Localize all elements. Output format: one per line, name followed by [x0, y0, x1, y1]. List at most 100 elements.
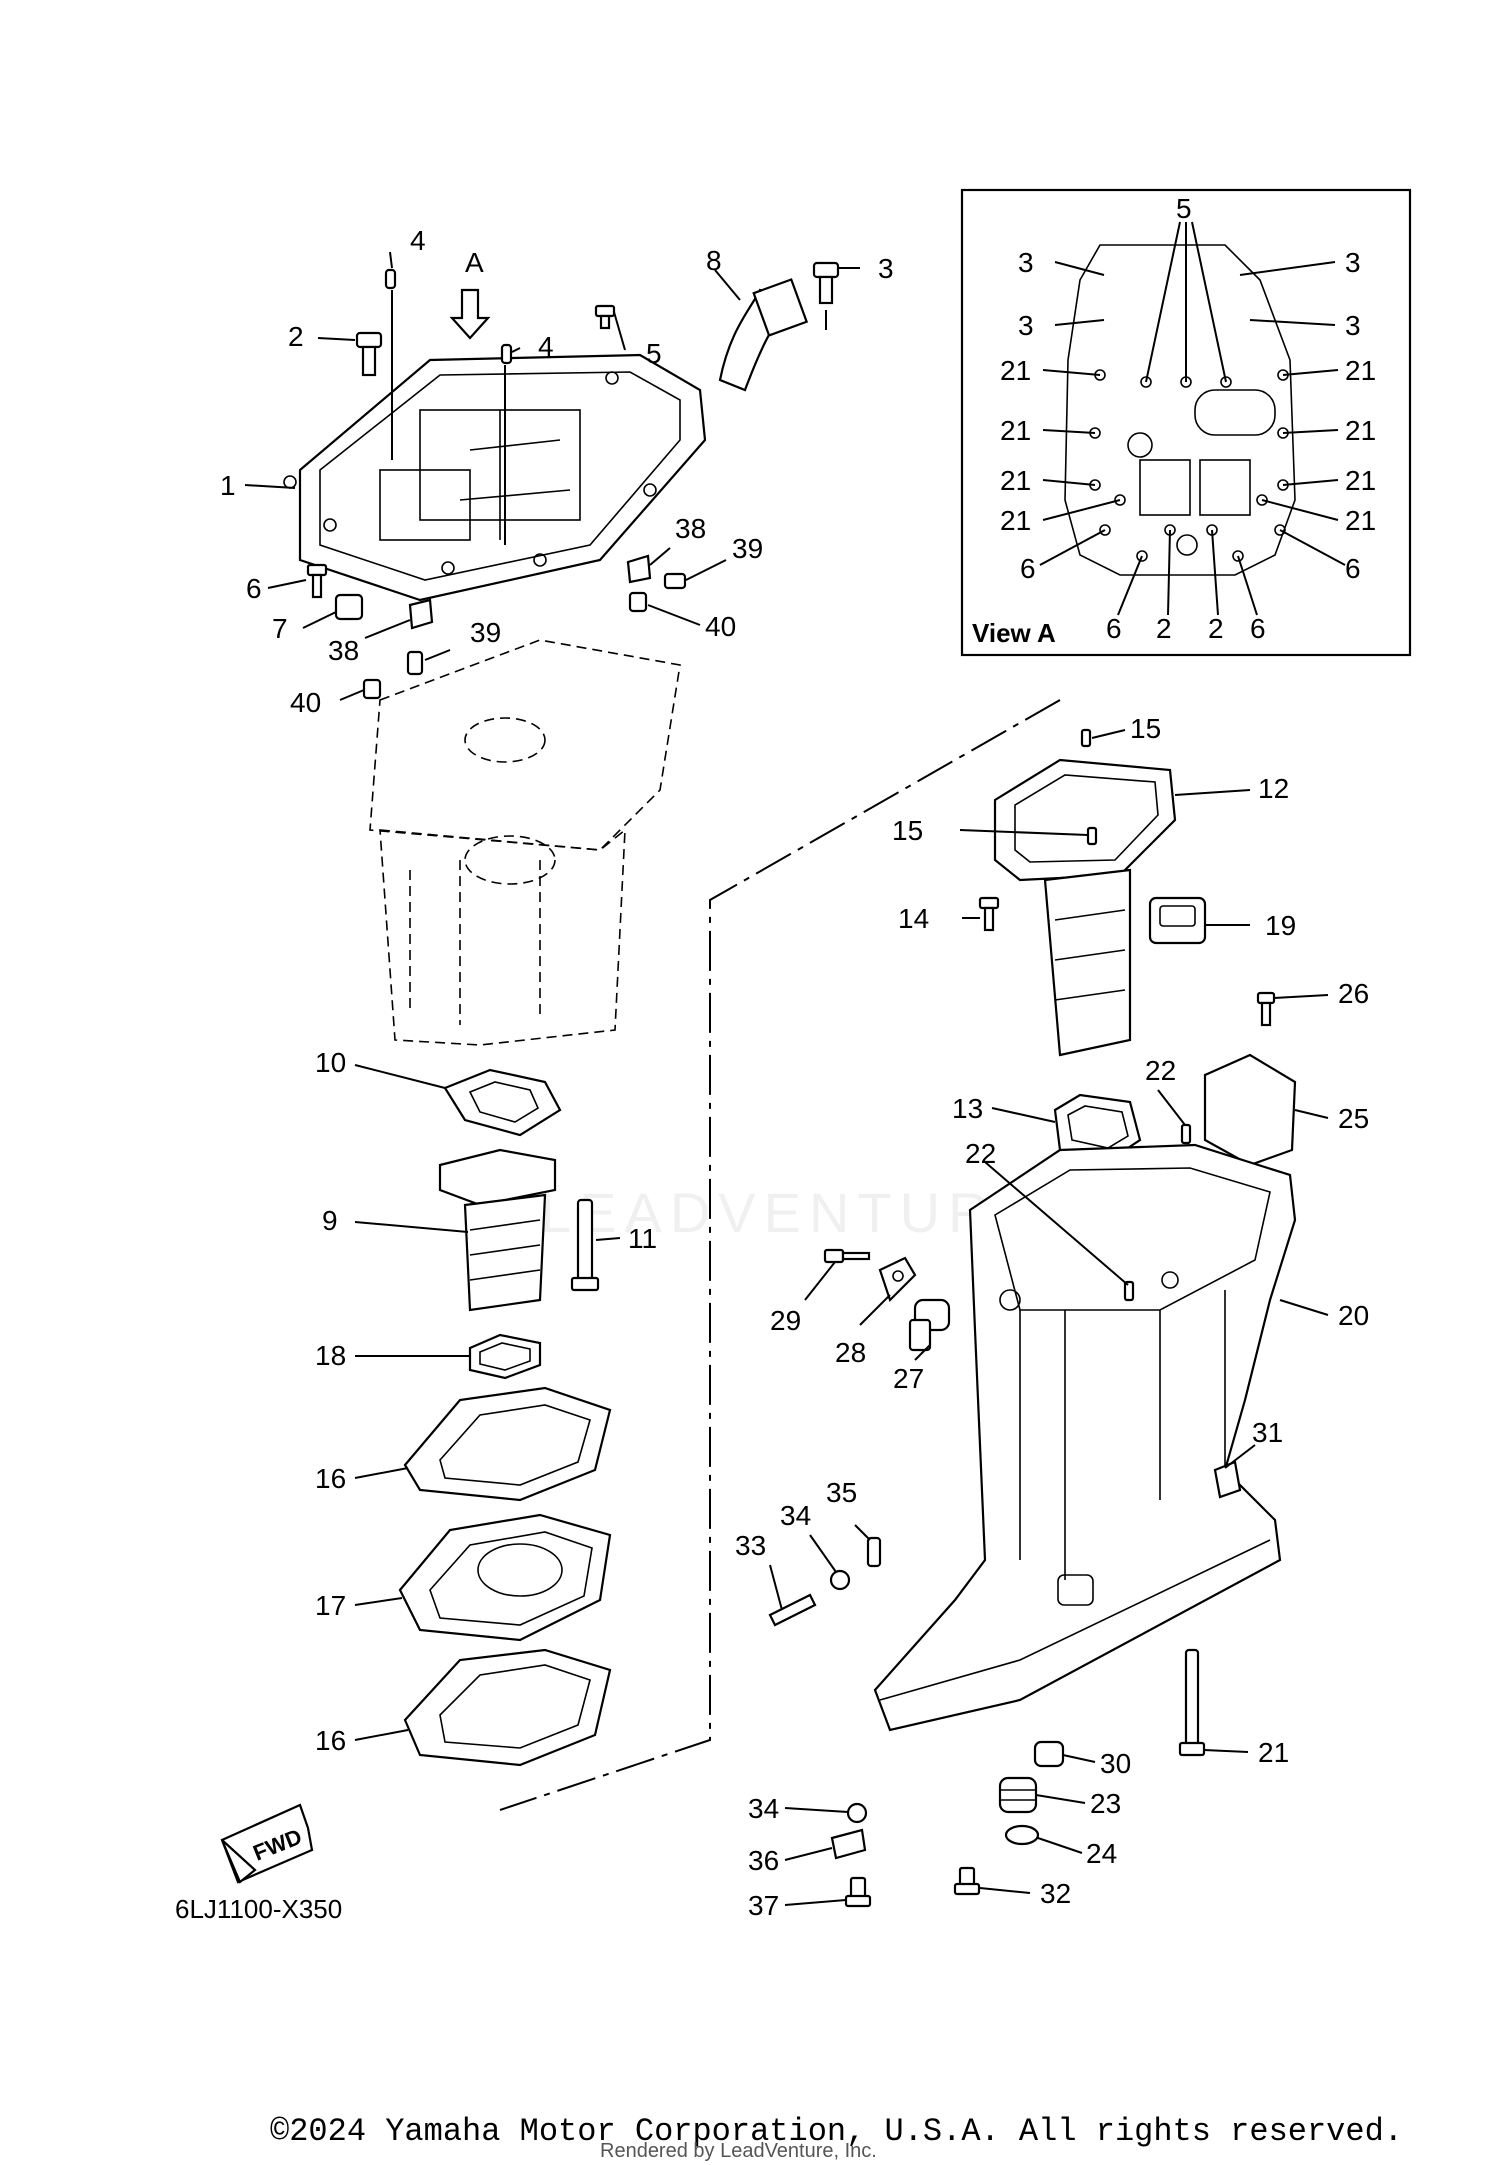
bolt-part-2[interactable]: [355, 331, 383, 377]
plate-part-28[interactable]: [878, 1256, 917, 1303]
callout-29: 29: [770, 1305, 801, 1336]
callout-1: 1: [220, 470, 236, 501]
bolt-part-14[interactable]: [978, 896, 1000, 932]
callout-37: 37: [748, 1890, 779, 1921]
callout-35: 35: [826, 1477, 857, 1508]
gasket-part-10[interactable]: [443, 1068, 562, 1137]
callout-26: 26: [1338, 978, 1369, 1009]
callout-36: 36: [748, 1845, 779, 1876]
seal-part-18[interactable]: [468, 1333, 542, 1380]
nipple-part-33[interactable]: [768, 1593, 817, 1627]
callout-39: 39: [732, 533, 763, 564]
holder-part-40[interactable]: [362, 678, 382, 700]
callout-24: 24: [1086, 1838, 1117, 1869]
callout-3: 3: [878, 253, 894, 284]
grommet-part-30[interactable]: [1033, 1740, 1065, 1768]
diagram-code: 6LJ1100-X350: [175, 1894, 342, 1924]
cover-part-25[interactable]: [1203, 1053, 1297, 1167]
callout-30: 30: [1100, 1748, 1131, 1779]
bolt-part-11[interactable]: [570, 1198, 600, 1292]
callout-22: 22: [1145, 1055, 1176, 1086]
callout-10: 10: [315, 1047, 346, 1078]
callout-6: 6: [246, 573, 262, 604]
pin-part-22b[interactable]: [1123, 1280, 1135, 1302]
screw-part-39[interactable]: [406, 650, 424, 676]
callout-40: 40: [705, 611, 736, 642]
callout-14: 14: [898, 903, 929, 934]
pin-part-4b[interactable]: [500, 343, 513, 365]
callout-23: 23: [1090, 1788, 1121, 1819]
callout-27: 27: [893, 1363, 924, 1394]
pin-part-22[interactable]: [1180, 1123, 1192, 1145]
grommet-part-27[interactable]: [908, 1298, 951, 1352]
callout-39: 39: [470, 617, 501, 648]
view-a-callout-3: 3: [1018, 247, 1034, 278]
view-a-callout-3: 3: [1018, 310, 1034, 341]
gasket-part-16[interactable]: [403, 1386, 612, 1502]
callout-20: 20: [1338, 1300, 1369, 1331]
view-a-callout-2: 2: [1208, 613, 1224, 644]
plate-part-17[interactable]: [398, 1513, 612, 1642]
screw-part-37[interactable]: [844, 1876, 872, 1908]
callout-8: 8: [706, 245, 722, 276]
bolt-part-21[interactable]: [1178, 1648, 1206, 1757]
upper-case-part-1[interactable]: [283, 353, 707, 602]
gasket-part-16b[interactable]: [403, 1648, 612, 1767]
clip-part-38b[interactable]: [626, 554, 652, 584]
callout-12: 12: [1258, 773, 1289, 804]
view-a-callout-21: 21: [1000, 355, 1031, 386]
plug-part-35[interactable]: [866, 1536, 882, 1568]
pin-part-15[interactable]: [1080, 728, 1092, 748]
clip-part-24[interactable]: [1004, 1824, 1040, 1846]
rendered-by-notice: Rendered by LeadVenture, Inc.: [600, 2140, 877, 2162]
grommet-part-23[interactable]: [998, 1776, 1038, 1814]
bolt-part-6[interactable]: [306, 563, 328, 599]
callout-38: 38: [675, 513, 706, 544]
view-a-callout-6: 6: [1106, 613, 1122, 644]
watermark: LEADVENTURE: [540, 1181, 1042, 1244]
hose-part-8[interactable]: [718, 278, 809, 392]
grommet-part-7[interactable]: [334, 593, 364, 621]
view-a-callout-3: 3: [1345, 247, 1361, 278]
oil-pan-part-12[interactable]: [993, 758, 1177, 1057]
bolt-part-5[interactable]: [594, 304, 616, 330]
callout-22: 22: [965, 1138, 996, 1169]
bolt-part-32[interactable]: [953, 1866, 981, 1896]
callout-25: 25: [1338, 1103, 1369, 1134]
bolt-part-29[interactable]: [823, 1248, 871, 1264]
callout-31: 31: [1252, 1417, 1283, 1448]
view-a-callout-6: 6: [1020, 553, 1036, 584]
fitting-part-34b[interactable]: [846, 1802, 868, 1824]
view-a-callout-21: 21: [1000, 505, 1031, 536]
view-a-callout-3: 3: [1345, 310, 1361, 341]
fitting-part-34[interactable]: [829, 1569, 851, 1591]
engine-outline-phantom: [369, 639, 681, 1046]
upper-casing-part-20[interactable]: [873, 1143, 1297, 1732]
screw-part-39b[interactable]: [663, 572, 687, 590]
holder-part-40b[interactable]: [628, 591, 648, 613]
callout-4: 4: [538, 331, 554, 362]
callout-32: 32: [1040, 1878, 1071, 1909]
exhaust-guide-part-9[interactable]: [438, 1148, 557, 1312]
pin-part-15b[interactable]: [1086, 826, 1098, 846]
view-a-callout-21: 21: [1345, 505, 1376, 536]
callout-16: 16: [315, 1725, 346, 1756]
callout-15: 15: [892, 815, 923, 846]
callout-11: 11: [628, 1223, 657, 1254]
callout-33: 33: [735, 1530, 766, 1561]
clip-part-38[interactable]: [408, 598, 434, 630]
view-a-callout-21: 21: [1000, 465, 1031, 496]
bolt-part-26[interactable]: [1256, 991, 1276, 1027]
view-a-callout-6: 6: [1345, 553, 1361, 584]
callout-38: 38: [328, 635, 359, 666]
bolt-part-3[interactable]: [812, 261, 840, 305]
callout-13: 13: [952, 1093, 983, 1124]
bracket-part-36[interactable]: [830, 1828, 867, 1860]
leader-lines: [244, 221, 1346, 1906]
damper-part-19[interactable]: [1148, 896, 1207, 945]
callout-19: 19: [1265, 910, 1296, 941]
pin-part-4[interactable]: [384, 268, 397, 290]
fwd-arrow-icon: [220, 1803, 314, 1884]
view-arrow-a: [449, 288, 491, 340]
